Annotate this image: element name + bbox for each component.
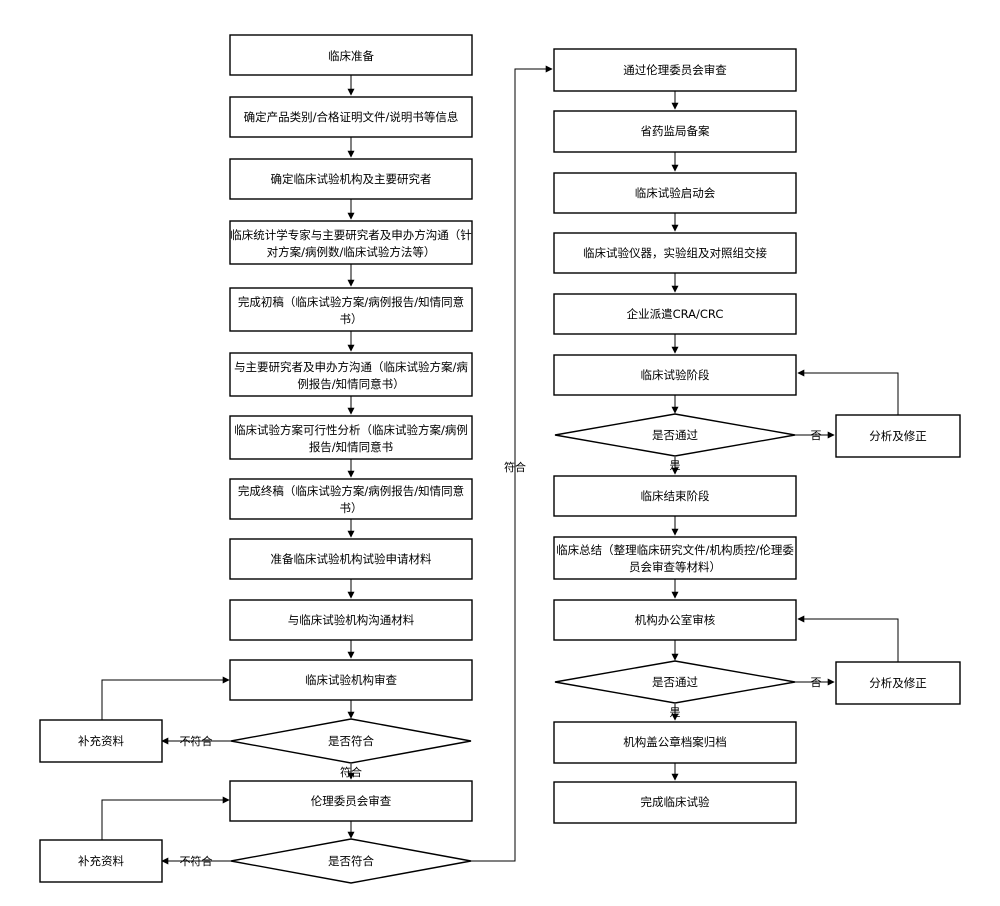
node-revise-1: 分析及修正 — [835, 414, 961, 458]
node-label: 准备临床试验机构试验申请材料 — [271, 552, 432, 566]
node-summary: 临床总结（整理临床研究文件/机构质控/伦理委 员会审查等材料） — [553, 536, 797, 580]
edge-q2-ethicspass — [471, 65, 553, 862]
node-label-line2: 书） — [340, 312, 363, 326]
node-confirm-category: 确定产品类别/合格证明文件/说明书等信息 — [229, 96, 473, 138]
edge-revise2-office — [797, 615, 899, 662]
edge-label-no-2: 否 — [811, 676, 822, 689]
node-communicate-materials: 与临床试验机构沟通材料 — [229, 599, 473, 641]
node-label: 分析及修正 — [869, 429, 927, 443]
node-archive: 机构盖公章档案归档 — [553, 721, 797, 764]
edge-revise1-trialphase — [797, 369, 899, 415]
edge-supplement2-ethics — [101, 796, 230, 840]
node-label-line2: 员会审查等材料） — [629, 560, 721, 574]
decision-label: 是否符合 — [328, 734, 374, 748]
node-supplement-2: 补充资料 — [39, 839, 163, 883]
node-label-line1: 临床总结（整理临床研究文件/机构质控/伦理委 — [556, 543, 794, 557]
edge-label-yes-1: 是 — [670, 459, 681, 472]
decision-compliant-1: 是否符合 — [230, 718, 472, 764]
edge-labels: 不符合 符合 不符合 符合 否 是 否 是 — [180, 429, 822, 868]
node-trial-phase: 临床试验阶段 — [553, 354, 797, 396]
node-final-draft: 完成终稿（临床试验方案/病例报告/知情同意 书） — [229, 478, 473, 520]
node-kickoff: 临床试验启动会 — [553, 172, 797, 214]
node-label-line2: 例报告/知情同意书） — [297, 377, 404, 391]
node-label-line1: 临床统计学专家与主要研究者及申办方沟通（针 — [230, 228, 472, 242]
node-label: 伦理委员会审查 — [311, 794, 392, 808]
node-label: 临床试验仪器，实验组及对照组交接 — [583, 246, 767, 260]
node-label: 临床准备 — [328, 49, 374, 63]
node-ethics-pass: 通过伦理委员会审查 — [553, 48, 797, 92]
node-label: 临床试验启动会 — [635, 186, 716, 200]
node-label: 确定临床试验机构及主要研究者 — [271, 172, 432, 186]
node-label: 补充资料 — [78, 734, 124, 748]
decision-label: 是否通过 — [652, 675, 698, 689]
node-supplement-1: 补充资料 — [39, 719, 163, 763]
edge-label-no-1: 否 — [811, 429, 822, 442]
edge-supplement1-review — [101, 676, 230, 720]
node-stat-expert: 临床统计学专家与主要研究者及申办方沟通（针 对方案/病例数/临床试验方法等） — [229, 220, 473, 265]
node-label: 分析及修正 — [869, 676, 927, 690]
node-cra: 企业派遣CRA/CRC — [553, 293, 797, 335]
edge-label-yes-2: 是 — [670, 706, 681, 719]
node-revise-2: 分析及修正 — [835, 661, 961, 705]
node-label: 完成临床试验 — [641, 795, 710, 809]
decision-label: 是否符合 — [328, 854, 374, 868]
node-first-draft: 完成初稿（临床试验方案/病例报告/知情同意 书） — [229, 287, 473, 332]
node-label-line2: 书） — [340, 501, 363, 515]
node-end-phase: 临床结束阶段 — [553, 475, 797, 517]
node-provincial-filing: 省药监局备案 — [553, 110, 797, 153]
node-feasibility: 临床试验方案可行性分析（临床试验方案/病例 报告/知情同意书 — [229, 415, 473, 460]
node-label: 与临床试验机构沟通材料 — [288, 613, 415, 627]
node-label-line2: 对方案/病例数/临床试验方法等） — [267, 245, 436, 259]
edges-left — [101, 65, 553, 865]
node-label: 省药监局备案 — [641, 124, 710, 138]
edge-label-not-compliant-1: 不符合 — [180, 734, 213, 748]
node-label-line1: 完成初稿（临床试验方案/病例报告/知情同意 — [238, 295, 464, 309]
edge-label-compliant-1: 符合 — [340, 765, 362, 779]
node-label: 机构办公室审核 — [635, 613, 716, 627]
node-label-line1: 完成终稿（临床试验方案/病例报告/知情同意 — [238, 484, 464, 498]
node-communicate: 与主要研究者及申办方沟通（临床试验方案/病 例报告/知情同意书） — [229, 352, 473, 397]
decision-compliant-2: 是否符合 — [230, 838, 472, 884]
node-confirm-institution: 确定临床试验机构及主要研究者 — [229, 158, 473, 200]
node-label: 确定产品类别/合格证明文件/说明书等信息 — [244, 110, 459, 124]
edge-label-compliant-2: 符合 — [504, 460, 526, 474]
node-label-line1: 与主要研究者及申办方沟通（临床试验方案/病 — [234, 360, 468, 374]
decision-label: 是否通过 — [652, 428, 698, 442]
node-label-line1: 临床试验方案可行性分析（临床试验方案/病例 — [234, 423, 468, 437]
node-label: 临床试验机构审查 — [305, 673, 397, 687]
node-office-review: 机构办公室审核 — [553, 599, 797, 641]
node-label: 企业派遣CRA/CRC — [627, 307, 724, 321]
node-clinical-prep: 临床准备 — [229, 34, 473, 76]
node-label: 补充资料 — [78, 854, 124, 868]
edges-right — [671, 91, 899, 781]
decision-pass-2: 是否通过 — [554, 660, 796, 704]
decision-pass-1: 是否通过 — [554, 413, 796, 457]
node-label: 通过伦理委员会审查 — [623, 63, 727, 77]
node-label-line2: 报告/知情同意书 — [309, 440, 393, 454]
edge-label-not-compliant-2: 不符合 — [180, 854, 213, 868]
node-ethics-review: 伦理委员会审查 — [229, 780, 473, 822]
node-label: 临床试验阶段 — [641, 368, 710, 382]
node-institution-review: 临床试验机构审查 — [229, 659, 473, 701]
node-handover: 临床试验仪器，实验组及对照组交接 — [553, 232, 797, 274]
node-prepare-materials: 准备临床试验机构试验申请材料 — [229, 538, 473, 580]
node-label: 机构盖公章档案归档 — [623, 735, 727, 749]
node-label: 临床结束阶段 — [641, 489, 710, 503]
node-complete: 完成临床试验 — [553, 781, 797, 824]
